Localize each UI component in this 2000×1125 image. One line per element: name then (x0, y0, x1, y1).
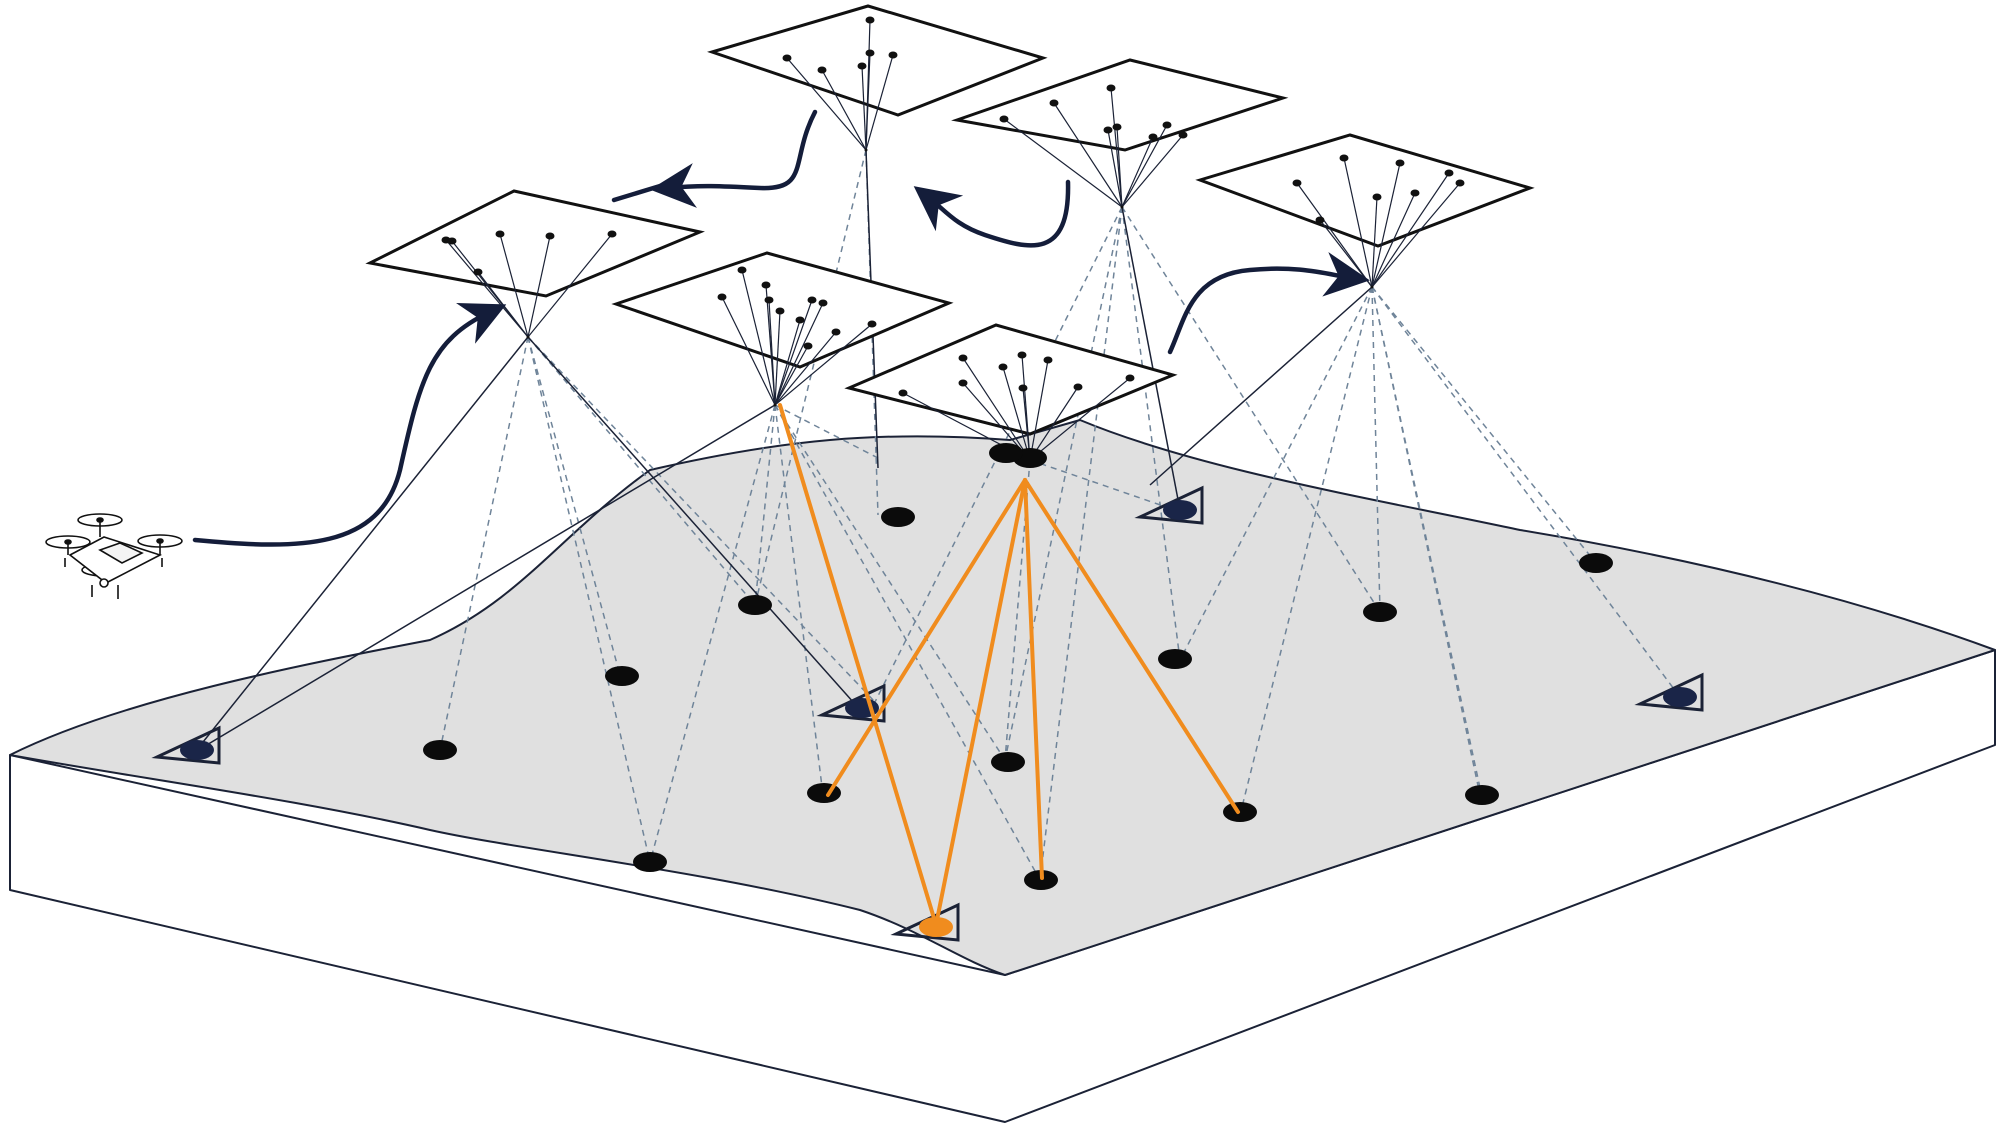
projection-center (1120, 205, 1124, 209)
image-point (1018, 384, 1028, 392)
image-point (782, 54, 792, 62)
image-point (1125, 374, 1135, 382)
ground-point (1024, 870, 1058, 890)
image-point (865, 16, 875, 24)
projection-center (864, 148, 868, 152)
highlight-rays (778, 403, 1240, 927)
image-point (958, 354, 968, 362)
ground-point (989, 443, 1023, 463)
image-frame-right (1195, 133, 1535, 289)
ground-point (605, 666, 639, 686)
solid-rays (194, 149, 1373, 753)
image-point (1444, 169, 1454, 177)
ground-points (423, 443, 1613, 890)
ground-point (633, 852, 667, 872)
projection-center (773, 403, 777, 407)
ground-control-point (1134, 485, 1204, 525)
projection-center (1370, 285, 1374, 289)
image-point (1292, 179, 1302, 187)
image-point (807, 296, 817, 304)
image-point (495, 230, 505, 238)
image-point (817, 66, 827, 74)
image-point (865, 49, 875, 57)
projection-center (526, 335, 530, 339)
image-point (1162, 121, 1172, 129)
image-point (1455, 179, 1465, 187)
image-frame-left (365, 189, 705, 339)
image-point (857, 62, 867, 70)
image-point (867, 320, 877, 328)
ground-point (1363, 602, 1397, 622)
ground-point (1579, 553, 1613, 573)
image-frame-center-left (611, 251, 954, 407)
image-frame-top-right (951, 58, 1289, 209)
image-point (1395, 159, 1405, 167)
ground-control-point (1634, 672, 1704, 712)
image-point (898, 389, 908, 397)
image-point (1410, 189, 1420, 197)
image-point (775, 307, 785, 315)
image-point (818, 299, 828, 307)
image-point (888, 51, 898, 59)
image-point (1106, 84, 1116, 92)
ground-point (881, 507, 915, 527)
flight-arrow-topright-to-topcenter (913, 179, 1071, 248)
ground-point (1158, 649, 1192, 669)
ground-point (1465, 785, 1499, 805)
ground-control-point (151, 725, 221, 765)
image-point (1049, 99, 1059, 107)
image-point (998, 363, 1008, 371)
image-point (545, 232, 555, 240)
flight-arrow-drone-to-left (192, 303, 507, 547)
image-point (761, 281, 771, 289)
image-point (607, 230, 617, 238)
image-point (1178, 131, 1188, 139)
quadcopter-drone-icon (45, 513, 183, 599)
image-point (1043, 356, 1053, 364)
image-point (958, 379, 968, 387)
image-point (1103, 126, 1113, 134)
image-point (1017, 351, 1027, 359)
image-point (1339, 154, 1349, 162)
flight-arrow-top-to-left (650, 109, 818, 208)
flight-path (192, 109, 1370, 547)
image-point (447, 237, 457, 245)
flight-arrow-center-to-right (1167, 252, 1370, 355)
image-point (999, 115, 1009, 123)
terrain-block (9, 419, 1996, 1123)
ground-point (991, 752, 1025, 772)
ground-point (738, 595, 772, 615)
image-point (1112, 123, 1122, 131)
image-point (473, 268, 483, 276)
image-point (1148, 133, 1158, 141)
terrain-surface (9, 419, 1996, 976)
image-point (803, 342, 813, 350)
image-point (1073, 383, 1083, 391)
image-point (1372, 193, 1382, 201)
image-point (1315, 216, 1325, 224)
image-frame-top-center (707, 4, 1048, 152)
image-point (764, 296, 774, 304)
image-point (795, 316, 805, 324)
image-point (831, 328, 841, 336)
image-point (737, 266, 747, 274)
ground-point (423, 740, 457, 760)
image-point (717, 293, 727, 301)
